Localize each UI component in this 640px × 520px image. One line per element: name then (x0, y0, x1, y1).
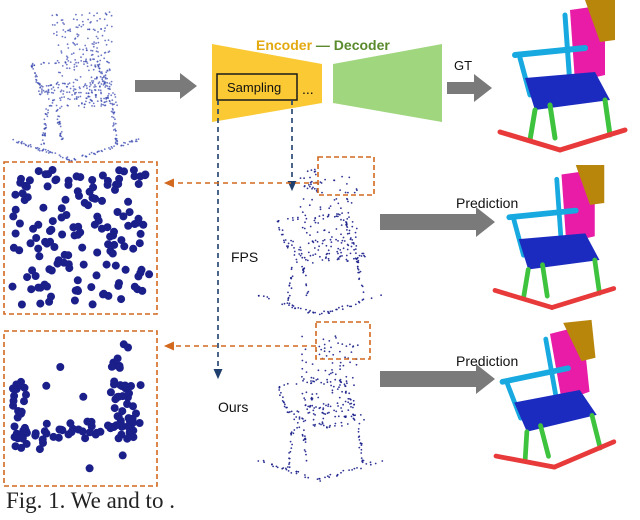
decoder-label: Decoder (334, 37, 391, 53)
chair-seat (518, 233, 600, 270)
chair-rocker (549, 286, 617, 310)
fps-sampled-point-cloud (257, 168, 382, 316)
ours-zoom-panel (3, 330, 158, 487)
ours-zoomed-points (9, 340, 145, 473)
chair-leg (522, 429, 530, 464)
input-arrow (135, 73, 197, 99)
gt-arrow (447, 74, 492, 102)
figure-caption: Fig. 1. We and to . (6, 488, 175, 513)
chair-arm (512, 45, 588, 58)
encoder-label: Encoder (256, 37, 313, 53)
chair-leg (540, 262, 550, 299)
gt-label: GT (454, 58, 472, 73)
fps-zoom-region (317, 156, 375, 196)
encoder-decoder-separator: — (316, 37, 330, 53)
chair-rocker (497, 129, 563, 153)
chair-leg (538, 423, 551, 459)
ours-prediction-segmented-chair (493, 319, 617, 470)
ours-prediction-arrow (380, 364, 495, 394)
fps-zoomed-points (8, 166, 154, 309)
encoder-trapezoid (212, 44, 322, 122)
fps-zoom-panel (3, 161, 158, 315)
ground-truth-segmented-chair (497, 0, 628, 153)
ours-zoom-region (315, 321, 371, 360)
svg-text:Encoder — Decoder: Encoder — Decoder (256, 37, 390, 53)
chair-seat (525, 72, 610, 110)
chair-leg (592, 257, 602, 296)
sampling-label: Sampling (227, 80, 281, 95)
chair-top-rail (585, 0, 615, 42)
fps-prediction-label: Prediction (456, 195, 518, 211)
chair-arm-support (505, 381, 524, 421)
chair-rocker (493, 453, 557, 470)
chair-rocker (557, 127, 628, 153)
chair-leg (602, 97, 613, 138)
chair-leg (589, 413, 603, 451)
decoder-trapezoid (333, 44, 442, 122)
sampling-box (216, 73, 298, 101)
chair-top-rail (575, 165, 605, 205)
fps-prediction-segmented-chair (492, 165, 617, 310)
chair-arm (499, 365, 571, 385)
ours-prediction-label: Prediction (456, 353, 518, 369)
fps-label: FPS (231, 249, 258, 265)
ours-label: Ours (218, 399, 248, 415)
fps-prediction-arrow (380, 207, 495, 237)
chair-leg (521, 267, 531, 301)
chair-rocker (552, 439, 617, 470)
ellipsis-label: ... (302, 81, 314, 97)
chair-leg (547, 102, 558, 141)
chair-arm (506, 207, 579, 221)
chair-top-rail (563, 319, 596, 362)
chair-seat (514, 389, 597, 432)
input-chair-point-cloud (12, 11, 140, 162)
chair-rocker (492, 288, 555, 310)
ours-sampled-point-cloud (257, 335, 384, 482)
chair-leg (527, 107, 538, 143)
chair-arm-support (517, 55, 533, 98)
chair-arm-support (511, 217, 526, 258)
